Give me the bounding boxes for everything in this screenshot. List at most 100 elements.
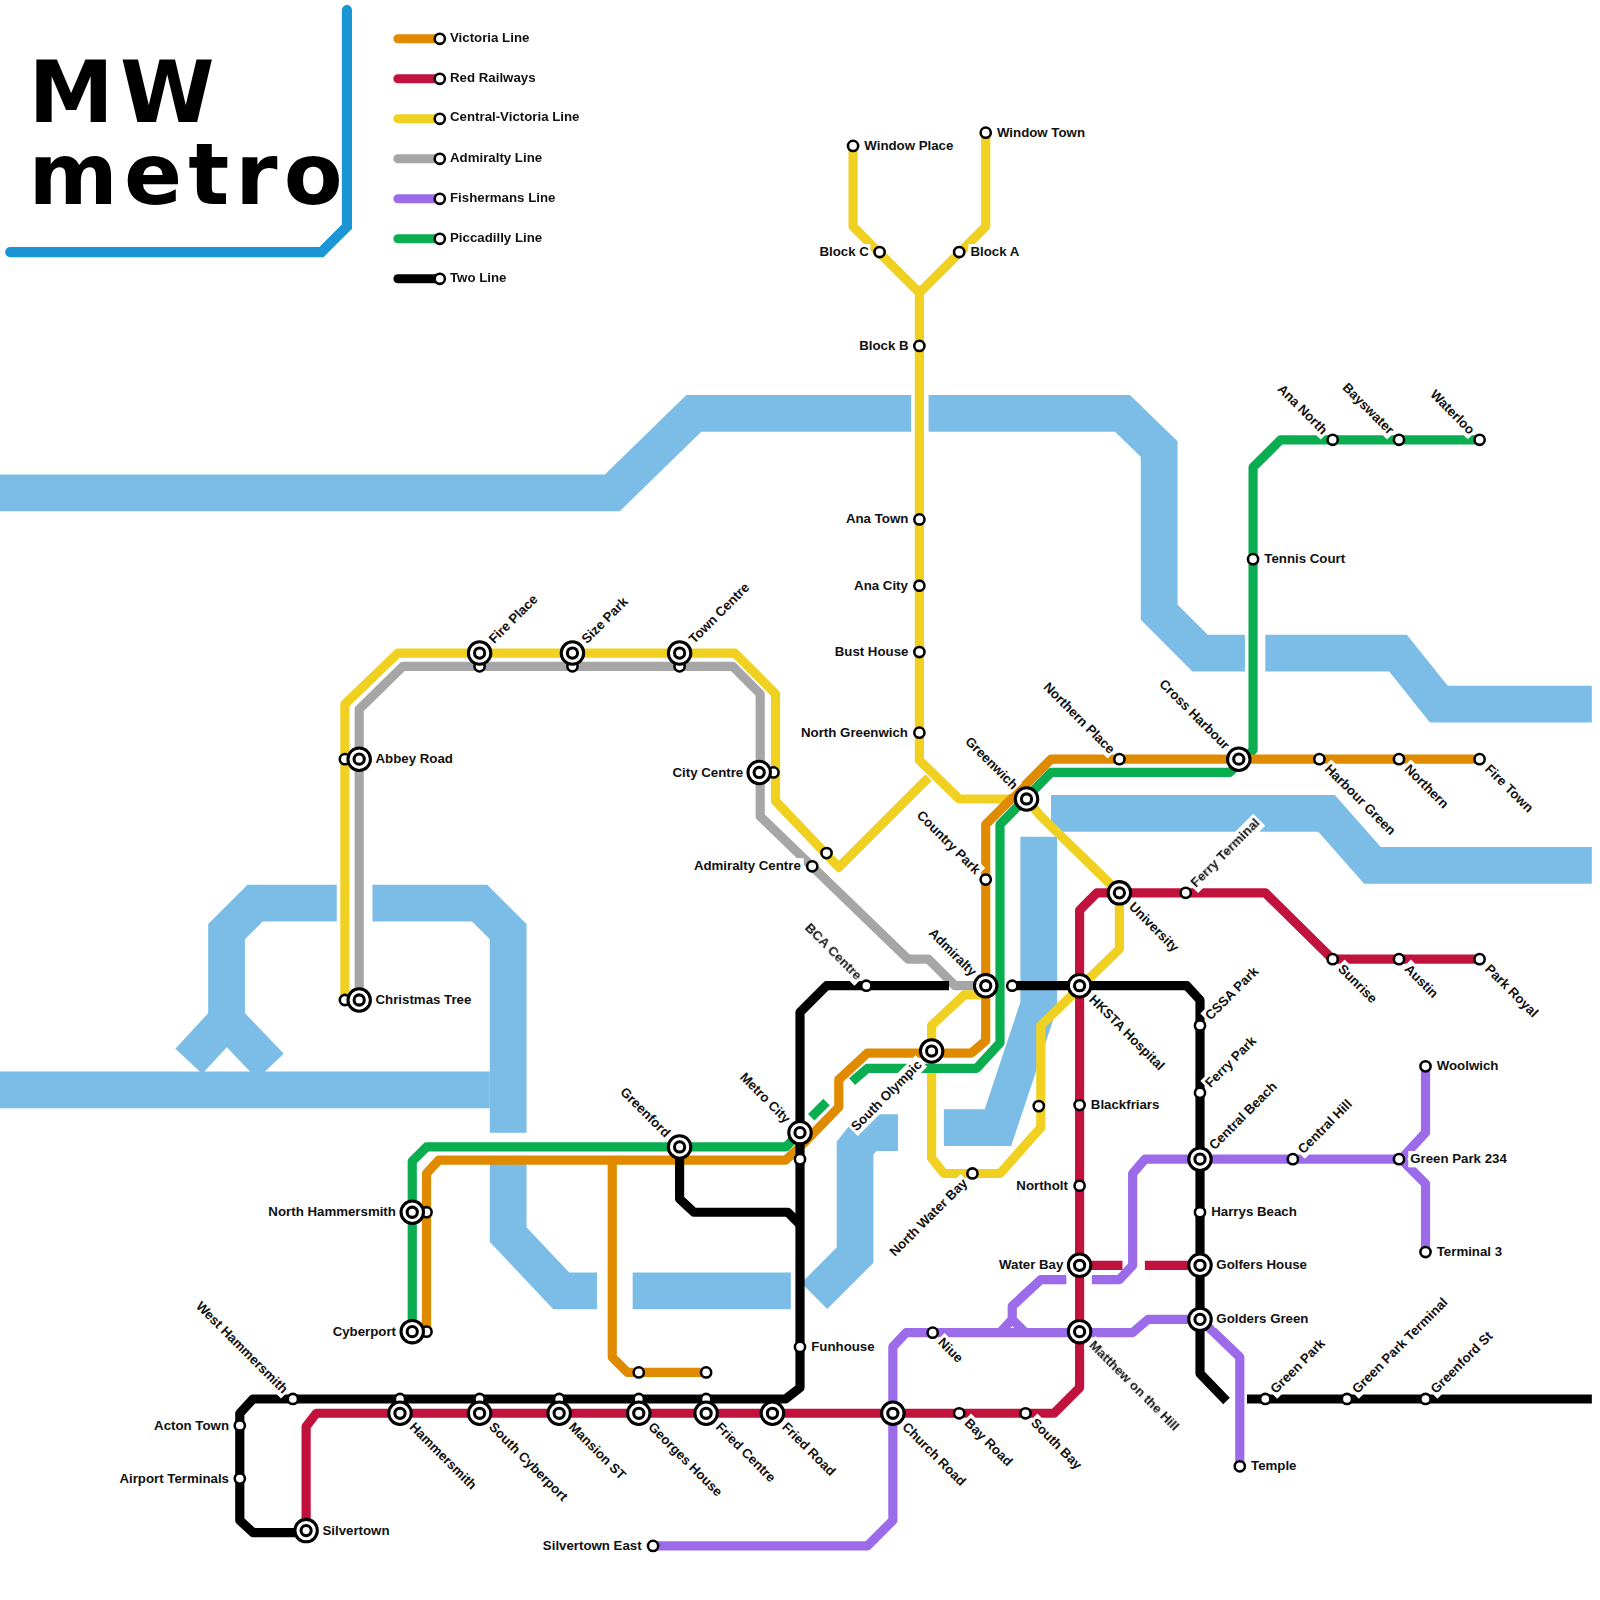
station-name: Ana Town [844, 511, 910, 527]
metro-line [919, 133, 985, 293]
station-marker [954, 247, 964, 257]
interchange-marker [920, 1040, 942, 1062]
station-marker [795, 1154, 805, 1164]
legend-dot [435, 74, 445, 84]
station-marker [1195, 1020, 1205, 1030]
station-name: Airport Terminals [117, 1470, 231, 1486]
station-marker [1394, 435, 1404, 445]
station-name: Niue [933, 1333, 968, 1368]
interchange-core [1114, 888, 1124, 898]
station-marker [1074, 1100, 1084, 1110]
station-name: Metro City [735, 1068, 795, 1128]
interchange-marker [1189, 1148, 1211, 1170]
metro-line [1401, 1159, 1425, 1252]
station-marker [914, 514, 924, 524]
legend-text: Piccadilly Line [450, 230, 542, 246]
station-marker [914, 581, 924, 591]
station-name: Cyberport [331, 1323, 398, 1339]
legend-text: Central-Victoria Line [450, 110, 579, 126]
legend-line [398, 114, 437, 123]
station-marker [235, 1473, 245, 1483]
legend-swatch [398, 154, 445, 164]
legend-line [398, 194, 437, 203]
station-marker [1314, 754, 1324, 764]
interchange-marker [561, 642, 583, 664]
legend-dot [435, 154, 445, 164]
station-marker [1474, 754, 1484, 764]
interchange-marker [348, 989, 370, 1011]
station-name: Window Town [995, 124, 1087, 140]
interchange-marker [468, 1402, 490, 1424]
station-marker [914, 728, 924, 738]
station-marker [1420, 1061, 1430, 1071]
station-marker [288, 1394, 298, 1404]
station-marker [821, 848, 831, 858]
interchange-marker [748, 761, 770, 783]
interchange-core [407, 1207, 417, 1217]
station-marker [1007, 981, 1017, 991]
station-marker [1114, 754, 1124, 764]
station-name: Town Centre [684, 578, 755, 649]
metro-line [427, 759, 1480, 1331]
station-name: Waterloo [1425, 385, 1479, 439]
interchange-core [301, 1526, 311, 1536]
station-name: Silvertown East [541, 1538, 644, 1554]
station-marker [874, 247, 884, 257]
station-marker [914, 647, 924, 657]
station-name: Northolt [1014, 1178, 1070, 1194]
interchange-core [1021, 794, 1031, 804]
interchange-core [1074, 1327, 1084, 1337]
station-marker [1394, 1154, 1404, 1164]
interchange-marker [695, 1402, 717, 1424]
legend-text: Red Railways [450, 70, 536, 86]
legend-line [398, 74, 437, 83]
station-name: North Water Bay [884, 1174, 972, 1262]
legend-text: Admiralty Line [450, 150, 542, 166]
station-marker [1420, 1247, 1430, 1257]
station-name: Block A [968, 244, 1021, 260]
station-name: Mansion ST [564, 1418, 631, 1485]
station-name: Ana North [1272, 379, 1332, 439]
legend-dot [435, 274, 445, 284]
interchange-marker [668, 642, 690, 664]
interchange-marker [761, 1402, 783, 1424]
station-name: Hammersmith [405, 1418, 482, 1495]
interchange-marker [628, 1402, 650, 1424]
interchange-core [354, 995, 364, 1005]
station-name: Country Park [911, 805, 984, 878]
legend-dot [435, 34, 445, 44]
station-name: Window Place [862, 138, 955, 154]
interchange-core [795, 1128, 805, 1138]
station-marker [1288, 1154, 1298, 1164]
metro-line [811, 1102, 826, 1117]
legend-swatch [398, 114, 445, 124]
interchange-core [927, 1046, 937, 1056]
station-marker [1195, 1088, 1205, 1098]
station-name: Bust House [833, 644, 911, 660]
metro-line [1247, 1394, 1592, 1403]
station-name: Park Royal [1480, 960, 1543, 1023]
interchange-core [767, 1408, 777, 1418]
interchange-core [754, 767, 764, 777]
interchange-core [567, 648, 577, 658]
legend-swatch [398, 274, 445, 284]
interchange-marker [295, 1519, 317, 1541]
station-marker [1074, 1181, 1084, 1191]
legend-swatch [398, 74, 445, 84]
station-name: North Greenwich [799, 724, 910, 740]
legend-swatch [398, 234, 445, 244]
station-name: Austin [1400, 960, 1444, 1004]
interchange-marker [668, 1136, 690, 1158]
station-name: Blackfriars [1089, 1097, 1162, 1113]
station-name: South Bay [1026, 1414, 1087, 1475]
interchange-core [701, 1408, 711, 1418]
interchange-marker [389, 1402, 411, 1424]
station-name: Christmas Tree [373, 992, 473, 1008]
station-name: Ferry Park [1201, 1031, 1262, 1092]
station-name: Water Bay [997, 1257, 1065, 1273]
interchange-marker [401, 1320, 423, 1342]
interchange-marker [468, 642, 490, 664]
station-marker [1474, 954, 1484, 964]
station-name: Matthew on the Hill [1084, 1336, 1184, 1436]
station-marker [1260, 1394, 1270, 1404]
